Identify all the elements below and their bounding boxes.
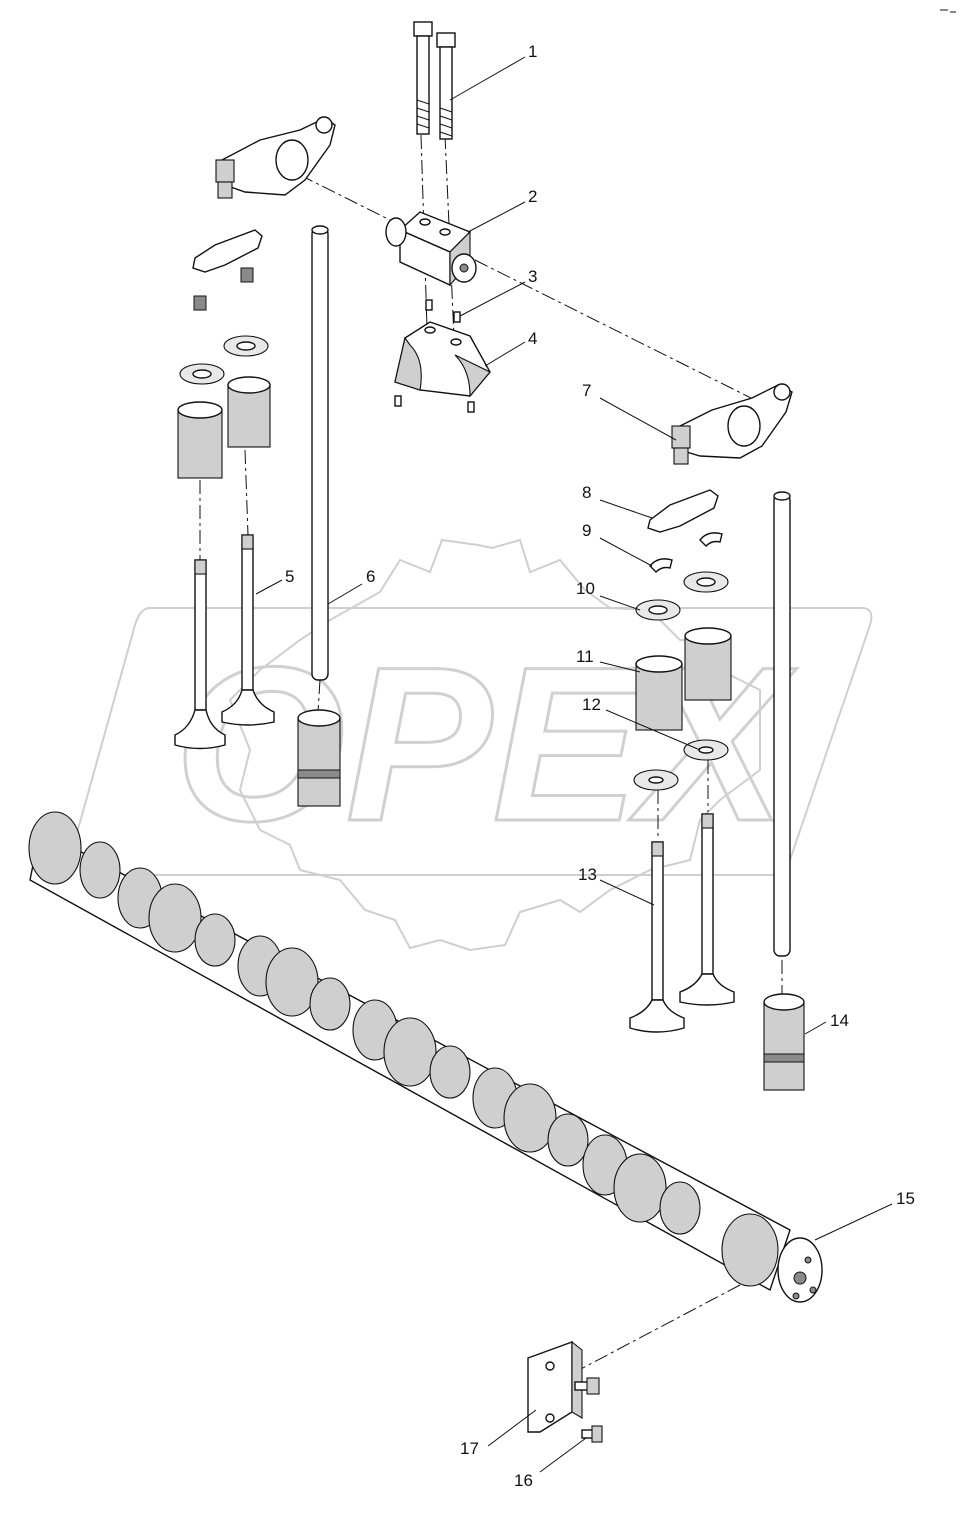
callout-labels: 1 2 3 4 5 6 7 8 9 10 11 12 13 14 15 16 1…: [285, 42, 915, 1490]
callout-8: 8: [582, 483, 591, 502]
part-rocker-support: [394, 321, 491, 413]
part-bolts: [413, 21, 456, 140]
callout-5: 5: [285, 567, 294, 586]
callout-16: 16: [514, 1471, 533, 1490]
part-washers-right: [635, 571, 729, 621]
part-collets: [649, 532, 723, 573]
part-screws: [574, 1377, 603, 1443]
callout-1: 1: [528, 42, 537, 61]
callout-10: 10: [576, 579, 595, 598]
part-camshaft: [28, 811, 823, 1303]
callout-3: 3: [528, 267, 537, 286]
leader-lines: [255, 56, 893, 1473]
callout-15: 15: [896, 1189, 915, 1208]
part-valves-right: [629, 813, 735, 1033]
part-pushrod-right: [773, 491, 791, 957]
watermark-frame: [67, 607, 873, 876]
callout-2: 2: [528, 187, 537, 206]
callout-12: 12: [582, 695, 601, 714]
part-dowels: [425, 299, 461, 323]
part-rocker-arm-right: [671, 383, 793, 465]
part-thrust-plate: [527, 1340, 583, 1433]
callout-11: 11: [576, 647, 594, 666]
callout-9: 9: [582, 521, 591, 540]
part-rocker-block: [385, 211, 477, 287]
callout-17: 17: [460, 1439, 479, 1458]
part-pushrod-left: [311, 225, 329, 681]
callout-14: 14: [830, 1011, 849, 1030]
part-valve-bridge-left: [192, 229, 263, 311]
corner-mark: [940, 9, 956, 13]
callout-13: 13: [578, 865, 597, 884]
part-shims-right: [633, 739, 729, 791]
part-rocker-arm-left: [215, 116, 336, 199]
callout-4: 4: [528, 329, 537, 348]
part-guides-left: [177, 376, 271, 479]
part-valves-left: [174, 534, 275, 750]
callout-7: 7: [582, 381, 591, 400]
part-washers-left: [179, 335, 269, 385]
callout-6: 6: [366, 567, 375, 586]
part-guides-right: [635, 627, 732, 731]
watermark-gear: [228, 538, 761, 952]
part-tappet-left: [297, 709, 341, 807]
part-tappet-right: [763, 993, 805, 1091]
part-valve-bridge-right: [647, 489, 719, 533]
